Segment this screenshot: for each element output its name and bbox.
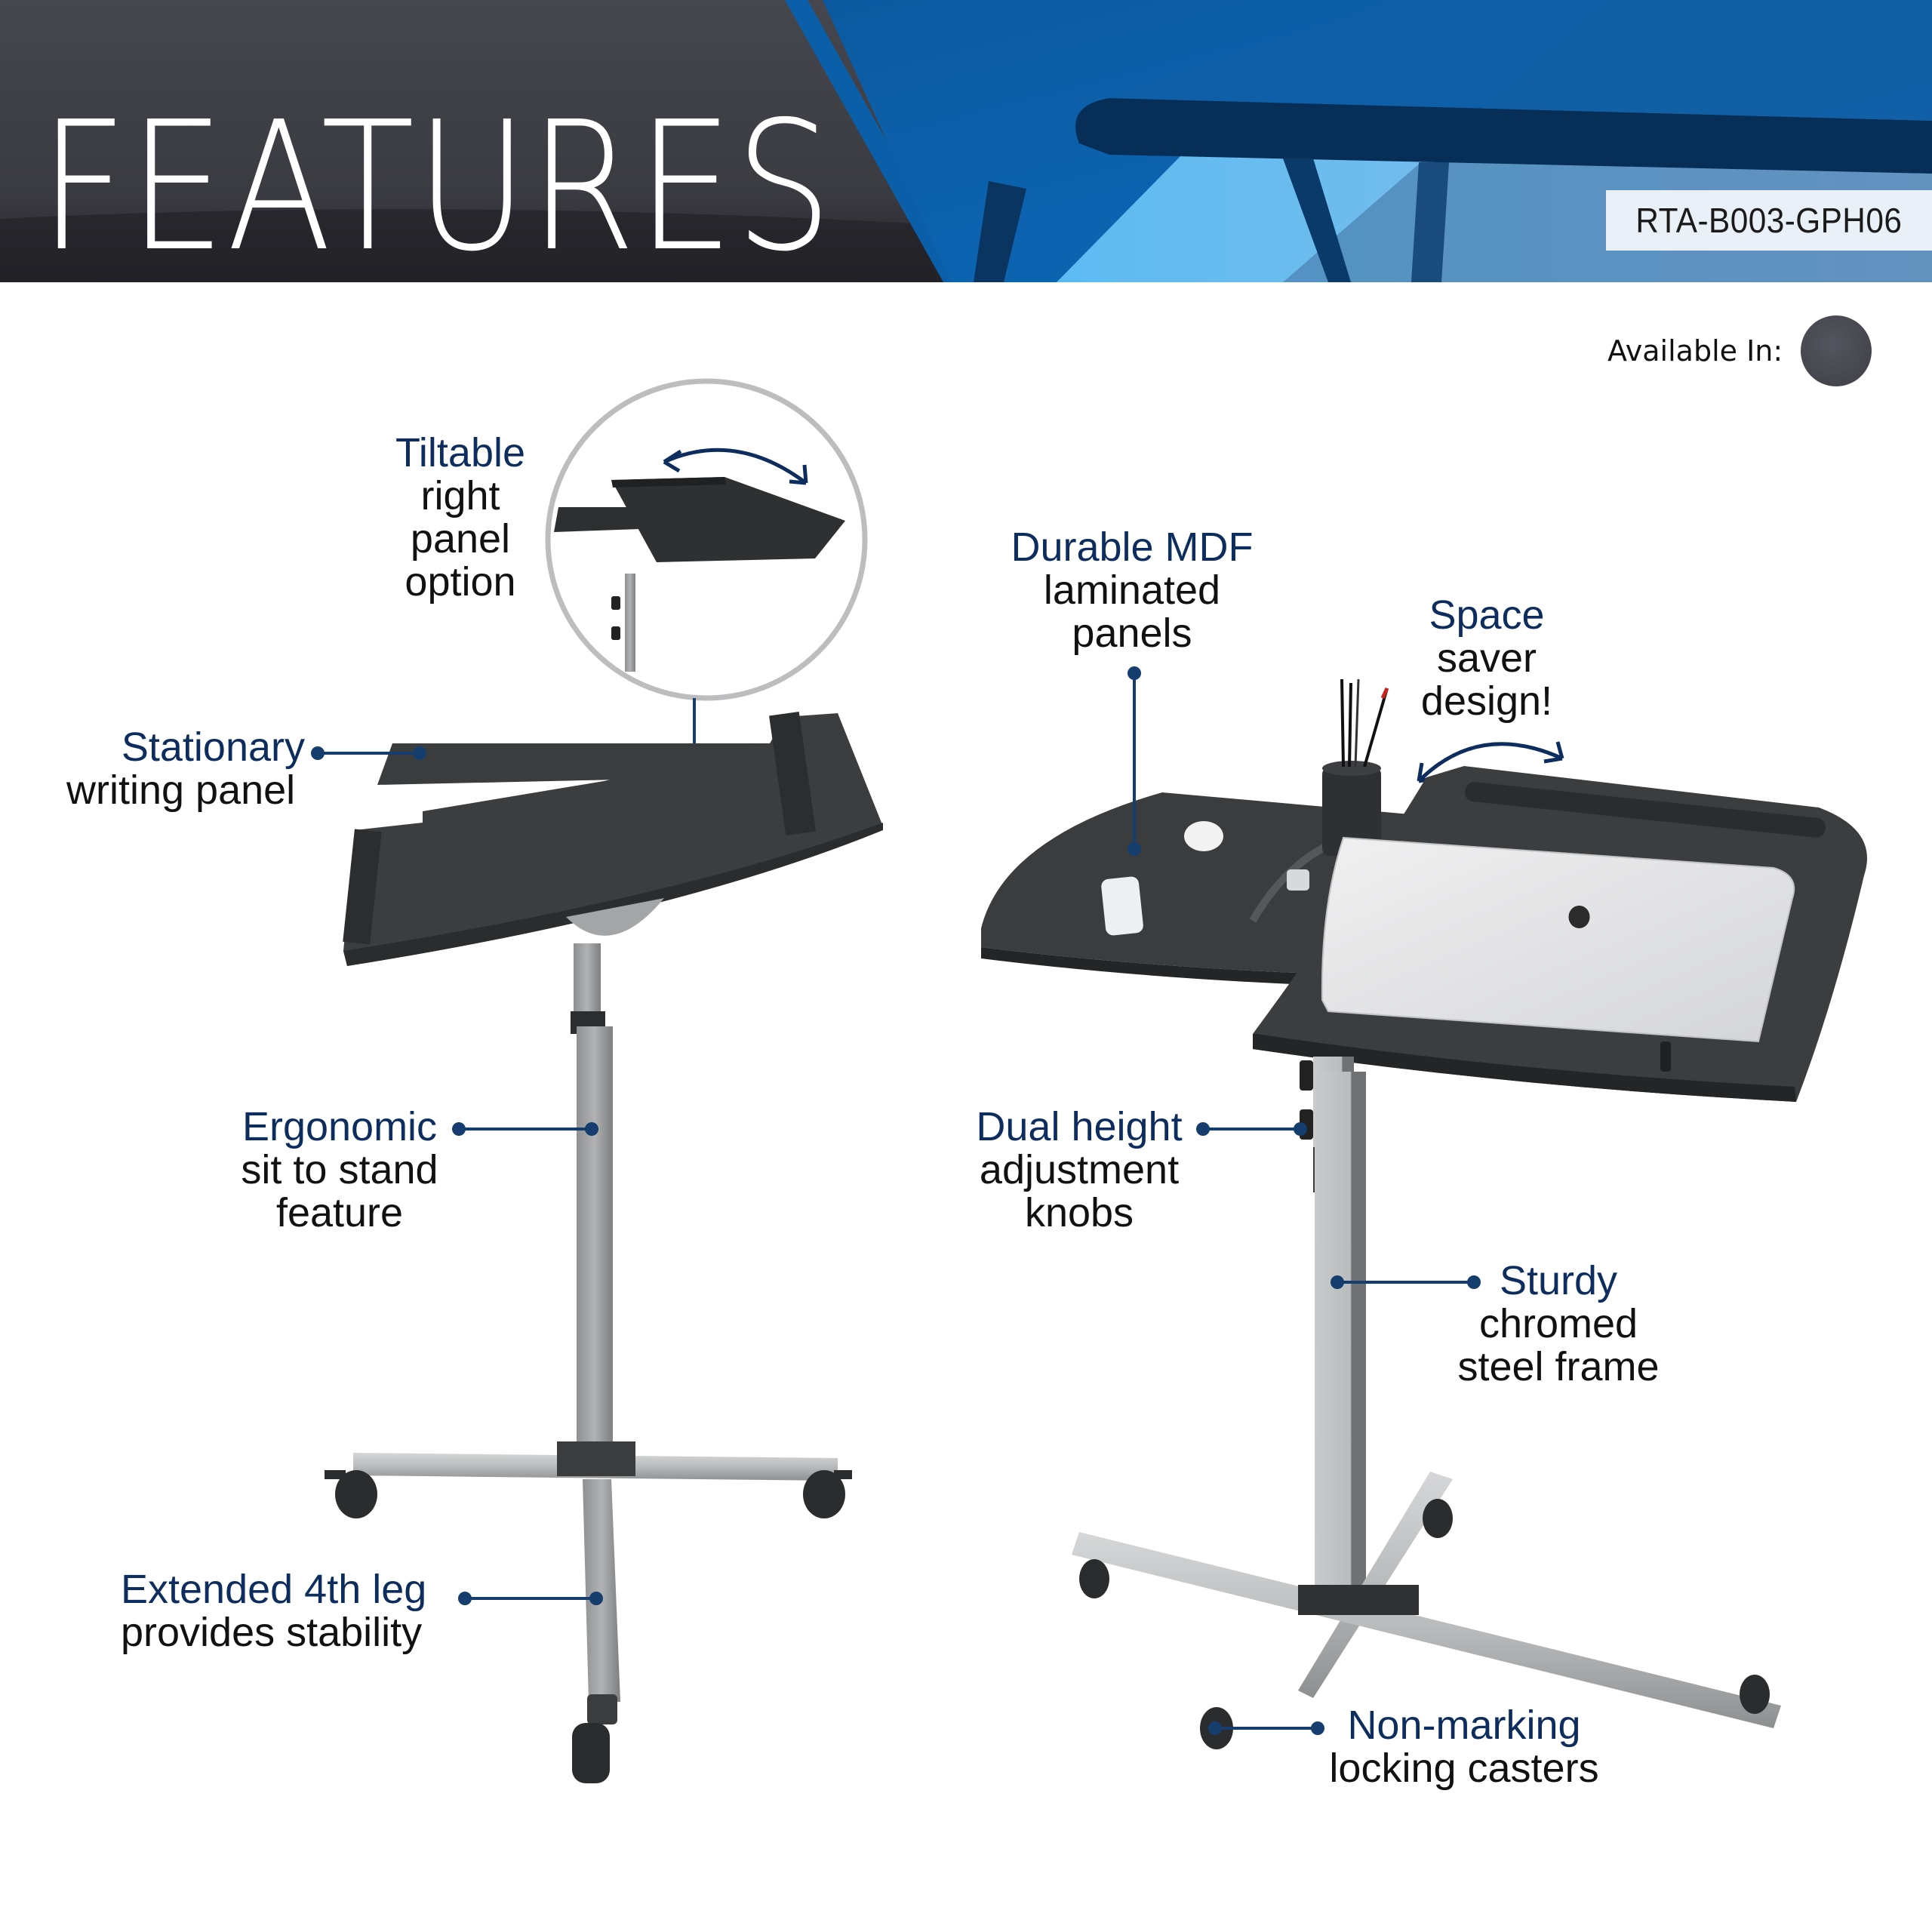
- left-callout-lines: [311, 746, 603, 1605]
- page-title: FEATURES: [39, 83, 834, 282]
- apple-logo-icon: [1568, 906, 1590, 928]
- callout-line: laminated: [1043, 568, 1221, 613]
- callout-line: steel frame: [1457, 1344, 1660, 1389]
- tilt-detail-mini-desk: [554, 448, 845, 672]
- pencil-cup: [1322, 767, 1381, 856]
- right-callout-lines: [1128, 666, 1481, 1735]
- callout-ergonomic: Ergonomic sit to stand feature: [219, 1106, 460, 1235]
- features-banner: FEATURES RTA-B003-GPH06: [0, 0, 1932, 282]
- callout-heading: Tiltable: [395, 430, 526, 475]
- callout-space-saver: Space saver design!: [1404, 594, 1570, 723]
- right-cart-pole: [1315, 1072, 1366, 1585]
- tilting-panel: [343, 713, 883, 966]
- callout-dual-height-knobs: Dual height adjustment knobs: [958, 1106, 1200, 1235]
- height-knob-upper: [1300, 1060, 1313, 1091]
- callout-line: sit to stand: [241, 1147, 438, 1192]
- callout-heading: Non-marking: [1347, 1703, 1581, 1748]
- laptop-image: [1321, 836, 1795, 1043]
- callout-line: option: [405, 559, 516, 605]
- callout-line: locking casters: [1329, 1746, 1599, 1791]
- callout-heading: Stationary: [121, 724, 305, 770]
- left-cart-pole: [577, 1026, 613, 1449]
- callout-heading: Space: [1429, 592, 1545, 638]
- phone-image: [1101, 876, 1143, 936]
- callout-heading: Dual height: [976, 1104, 1183, 1149]
- availability-label: Available In:: [1607, 334, 1783, 368]
- availability: Available In:: [1607, 315, 1872, 386]
- sku-label: RTA-B003-GPH06: [1635, 201, 1903, 240]
- callout-line: knobs: [1024, 1190, 1134, 1235]
- callout-line: feature: [275, 1190, 404, 1235]
- mdf-left-panel: [981, 792, 1419, 974]
- callout-heading: Extended 4th leg: [121, 1567, 427, 1612]
- callout-line: panels: [1072, 611, 1192, 656]
- callout-line: design!: [1420, 678, 1553, 724]
- callout-line: chromed: [1478, 1301, 1638, 1346]
- cross-leg: [1072, 1532, 1781, 1728]
- color-swatch-graphite[interactable]: [1801, 315, 1872, 386]
- callout-line: provides stability: [121, 1610, 423, 1655]
- watch-image: [1287, 869, 1309, 891]
- callout-heading: Durable MDF: [1011, 525, 1254, 570]
- callout-line: saver: [1436, 635, 1537, 681]
- callout-durable-mdf: Durable MDF laminated panels: [1004, 526, 1260, 655]
- right-cart-illustration: [981, 666, 1867, 1749]
- callout-tiltable-panel: Tiltable right panel option: [385, 432, 536, 604]
- swivel-arrow-icon: [1417, 742, 1564, 783]
- callout-line: adjustment: [979, 1147, 1180, 1192]
- callout-heading: Ergonomic: [242, 1104, 438, 1149]
- callout-sturdy-frame: Sturdy chromed steel frame: [1441, 1260, 1675, 1389]
- callout-line: writing panel: [66, 768, 296, 813]
- callout-heading: Sturdy: [1499, 1258, 1618, 1303]
- sku-badge: RTA-B003-GPH06: [1606, 190, 1932, 251]
- earbuds-image: [1184, 821, 1223, 851]
- callout-stationary-panel: Stationary writing panel: [66, 726, 323, 812]
- callout-line: right: [420, 473, 500, 518]
- callout-line: panel: [410, 516, 511, 561]
- callout-extended-leg: Extended 4th leg provides stability: [121, 1568, 453, 1654]
- left-cart-illustration: [311, 378, 883, 1783]
- callout-locking-casters: Non-marking locking casters: [1313, 1704, 1615, 1790]
